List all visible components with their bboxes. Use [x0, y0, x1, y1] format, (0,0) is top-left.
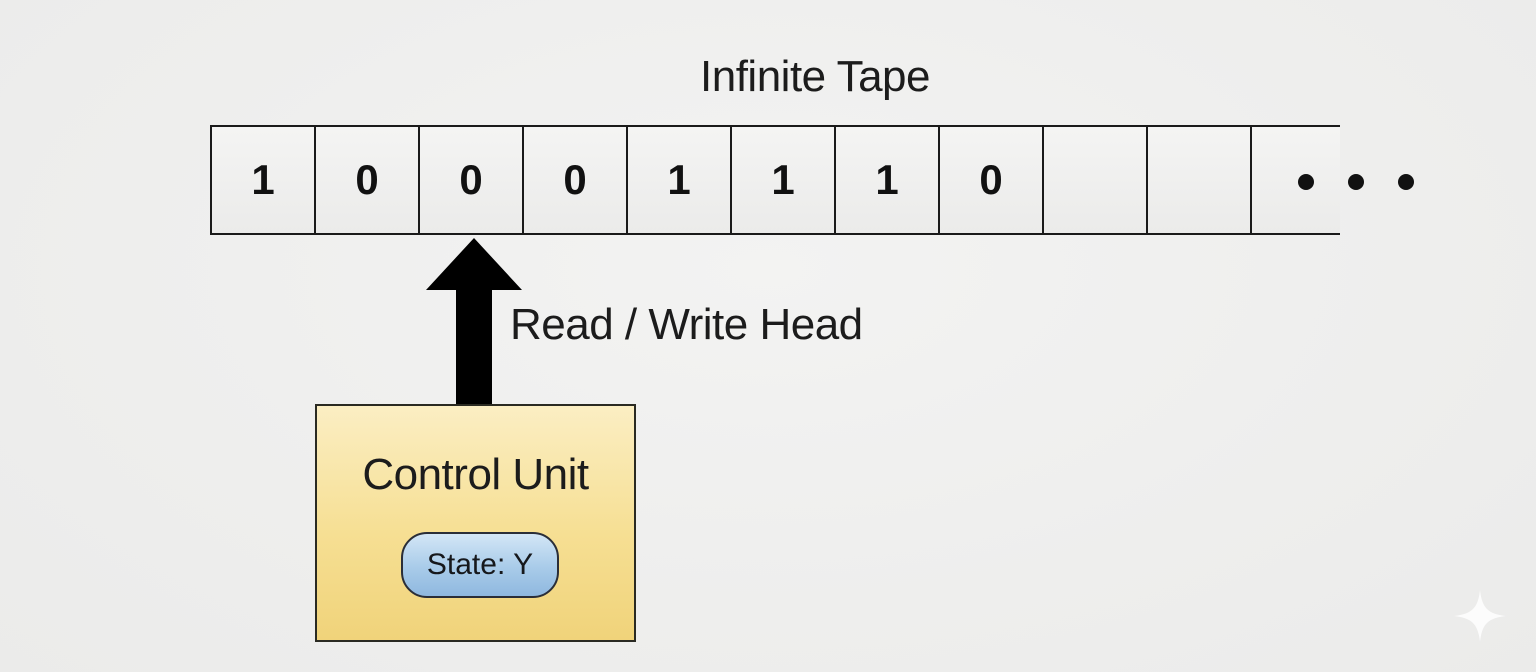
tape: 1 0 0 0 1 1 1 0: [210, 125, 1340, 235]
control-unit: Control Unit State: Y: [315, 404, 636, 642]
tape-cell-blank: [1044, 127, 1148, 233]
tape-cell: 0: [524, 127, 628, 233]
tape-title: Infinite Tape: [700, 52, 930, 101]
tape-cell-blank: [1148, 127, 1252, 233]
head-label: Read / Write Head: [510, 300, 863, 349]
tape-cell: 1: [628, 127, 732, 233]
tape-cell: 1: [836, 127, 940, 233]
state-badge: State: Y: [401, 532, 559, 598]
tape-cell-blank: [1252, 127, 1340, 233]
sparkle-icon: [1454, 590, 1506, 642]
tape-cell: 0: [940, 127, 1044, 233]
tape-cell: 0: [420, 127, 524, 233]
ellipsis-icon: [1296, 172, 1416, 192]
tape-cell: 0: [316, 127, 420, 233]
control-unit-label: Control Unit: [362, 450, 589, 499]
up-arrow-icon: [426, 238, 522, 406]
tape-cell: 1: [732, 127, 836, 233]
tape-cell: 1: [212, 127, 316, 233]
